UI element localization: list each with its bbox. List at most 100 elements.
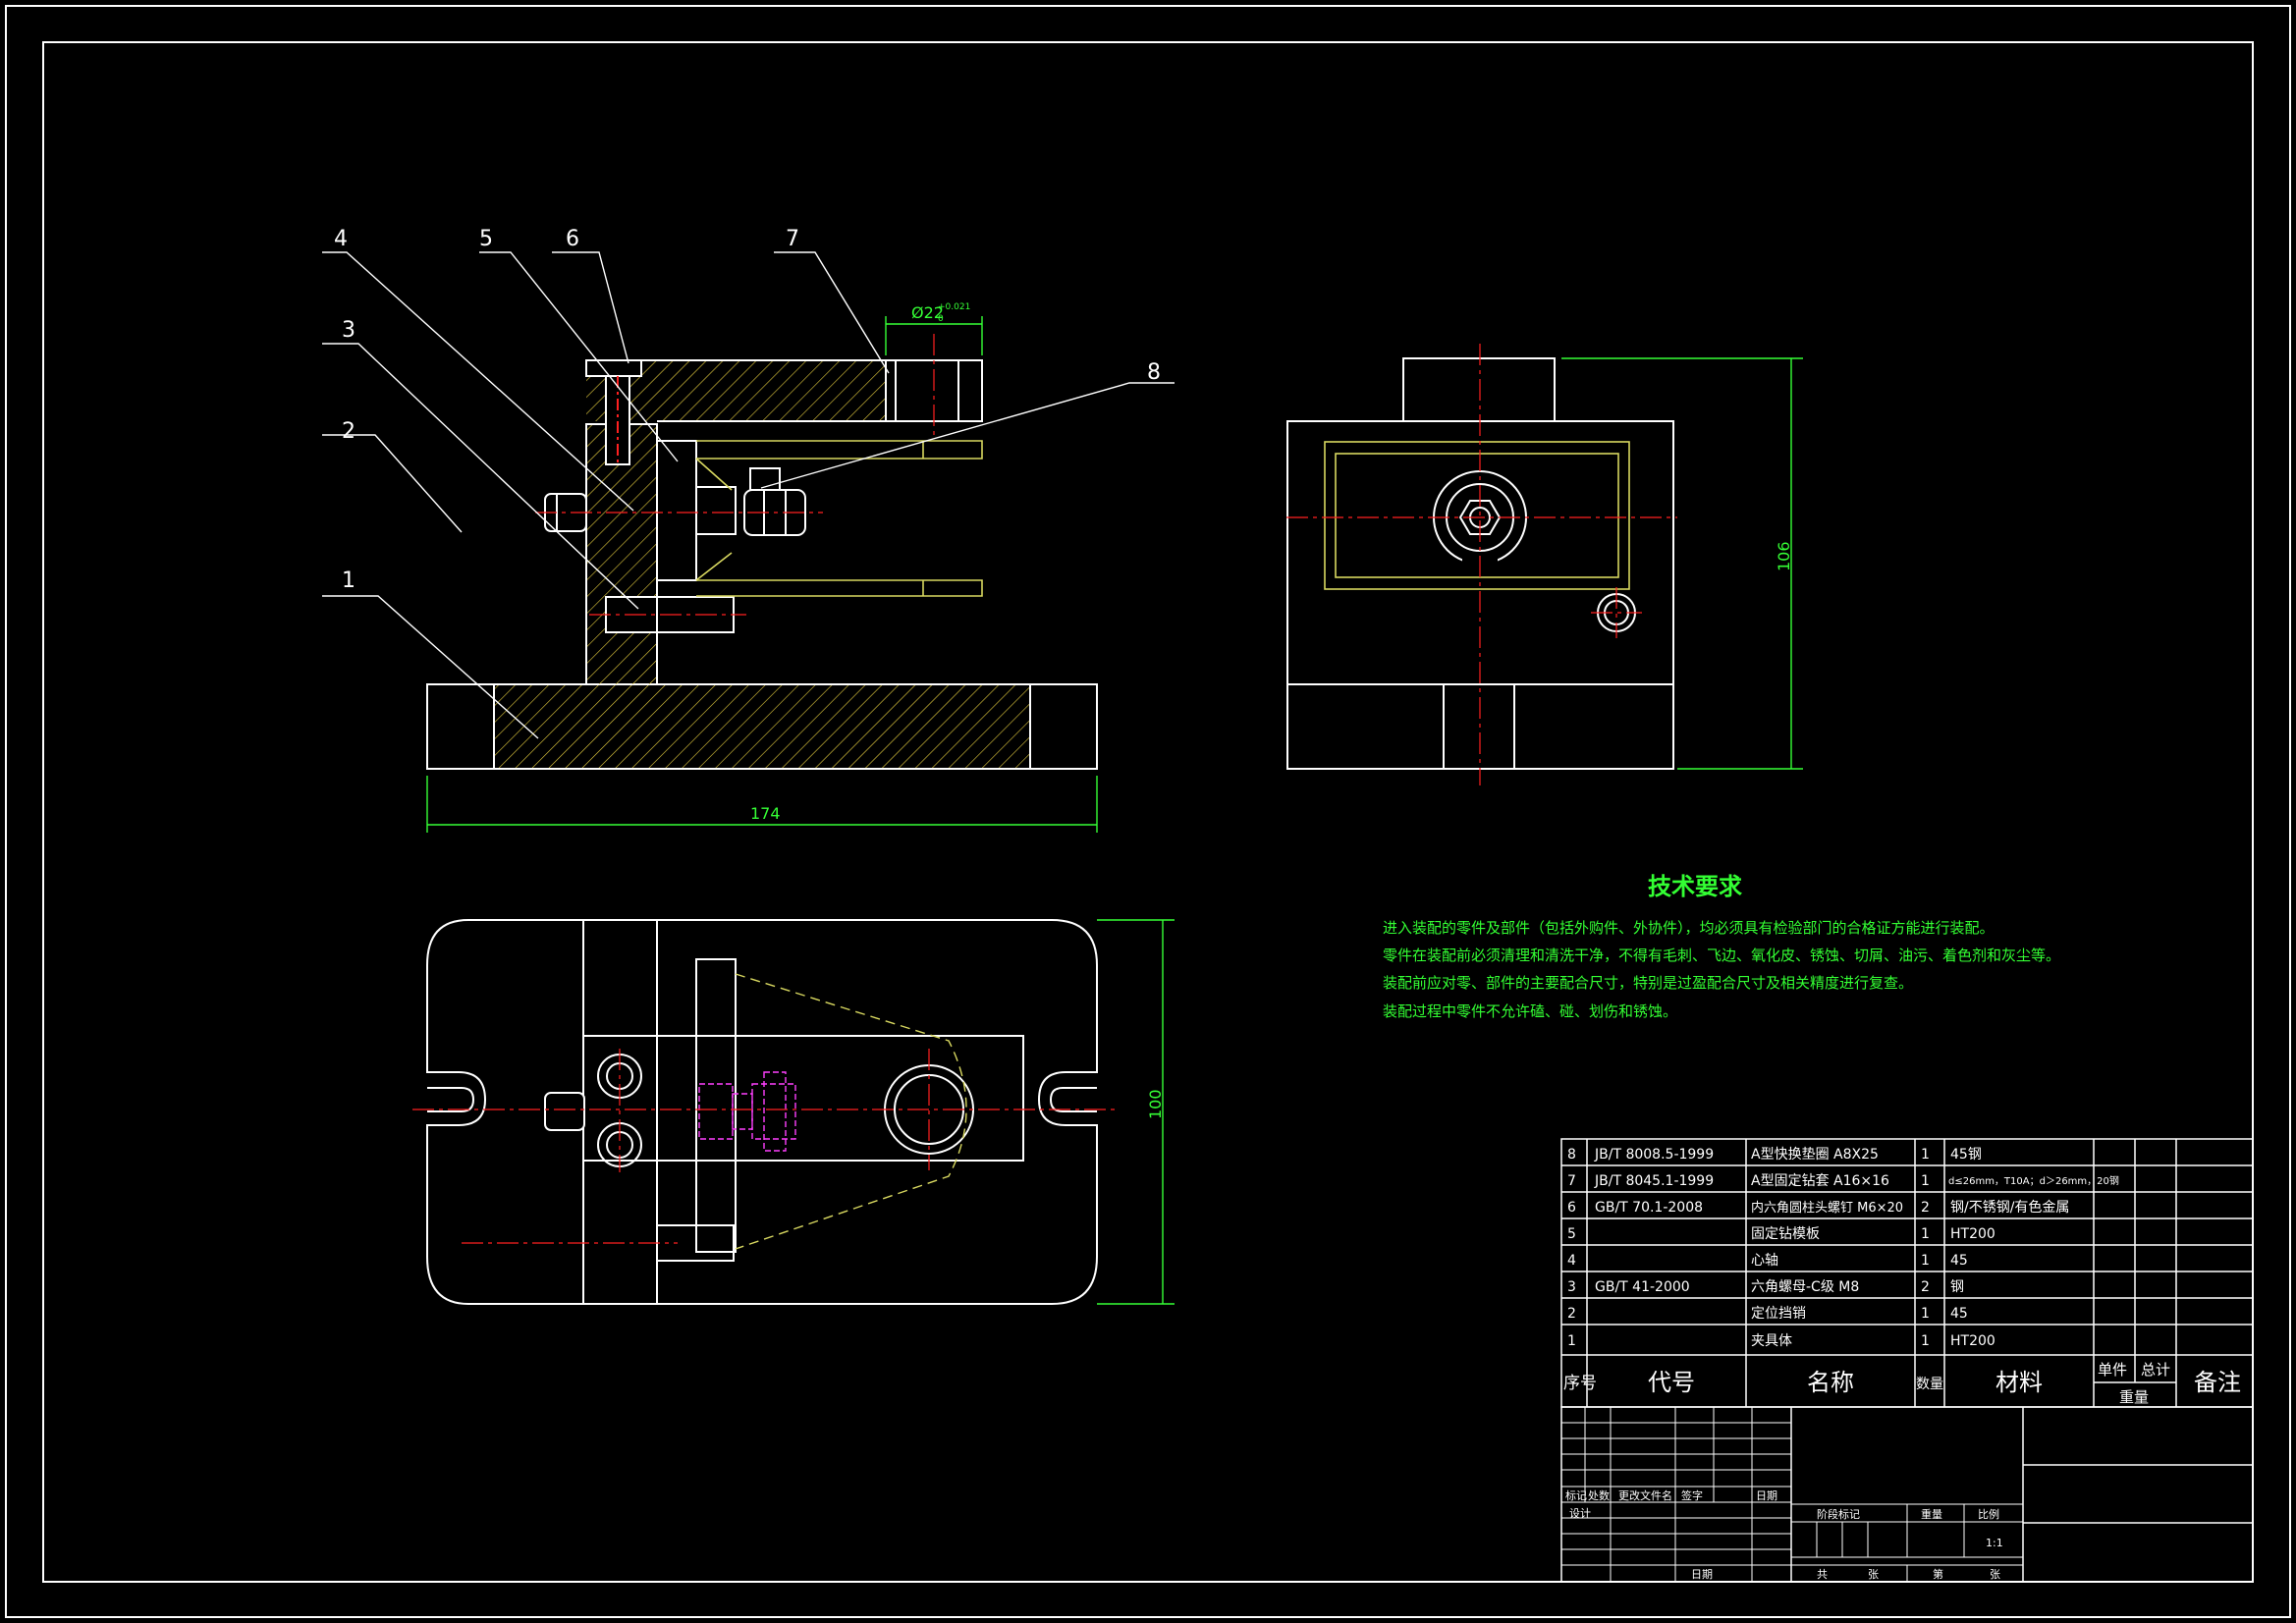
tb-scale-value: 1:1	[1986, 1537, 2003, 1549]
tb-rev-mark: 标记	[1565, 1488, 1587, 1502]
title-block	[1560, 1406, 2254, 1583]
bom-row-2-name: 定位挡销	[1751, 1306, 1806, 1322]
top-mandrel-hidden	[698, 1083, 734, 1140]
side-workpiece-outer	[1324, 441, 1630, 590]
tb-weight: 重量	[1921, 1507, 1942, 1521]
front-screw-head	[585, 359, 642, 377]
side-nut-hex	[1458, 500, 1502, 535]
bom-row-3-name: 六角螺母-C级 M8	[1751, 1279, 1859, 1295]
bom-row-2-no: 2	[1567, 1306, 1576, 1322]
bom-row-7-qty: 1	[1921, 1173, 1930, 1189]
top-upright-shadow	[695, 958, 737, 1253]
tb-sheet-no: 第	[1933, 1567, 1943, 1581]
front-workpiece-top	[696, 440, 983, 460]
tb-sheet-unit2: 张	[1990, 1568, 2000, 1581]
bom-row-3-no: 3	[1567, 1279, 1576, 1295]
tb-date: 日期	[1691, 1568, 1713, 1581]
balloon-1: 1	[342, 568, 355, 593]
bom-row-4-qty: 1	[1921, 1253, 1930, 1269]
tb-stage: 阶段标记	[1817, 1507, 1860, 1521]
bom-row-4-material: 45	[1950, 1253, 1968, 1269]
bom-row-5-no: 5	[1567, 1226, 1576, 1242]
tech-req-title: 技术要求	[1648, 873, 1742, 900]
tb-design: 设计	[1569, 1507, 1591, 1520]
tb-sheets-unit: 张	[1868, 1568, 1879, 1581]
bom-row-7-code: JB/T 8045.1-1999	[1594, 1173, 1714, 1189]
bom-row-7-material: d≤26mm，T10A；d＞26mm，20钢	[1948, 1174, 2119, 1187]
front-base-hatch	[494, 684, 1030, 769]
bom-row-1-name: 夹具体	[1751, 1333, 1792, 1349]
front-mandrel-flange	[656, 440, 697, 581]
bom-row-1-no: 1	[1567, 1333, 1576, 1349]
bom-row-5-name: 固定钻模板	[1751, 1226, 1820, 1242]
front-workpiece-bottom	[696, 579, 983, 597]
front-upright-hatch	[586, 424, 657, 684]
tb-scale: 比例	[1978, 1507, 1999, 1521]
bom-header-no: 序号	[1563, 1374, 1597, 1393]
tech-req-line-3: 装配前应对零、部件的主要配合尺寸，特别是过盈配合尺寸及相关精度进行复查。	[1383, 974, 1913, 992]
dim-106: 106	[1775, 541, 1793, 571]
top-workpiece-phantom	[735, 973, 967, 1250]
dim-bore-upper: +0.021	[938, 302, 970, 312]
tb-rev-date: 日期	[1756, 1489, 1777, 1502]
bom-header-material: 材料	[1995, 1369, 2043, 1396]
balloon-8: 8	[1147, 360, 1161, 385]
side-top-plate	[1402, 357, 1556, 422]
bom-row-5-material: HT200	[1950, 1226, 1995, 1242]
bom-header-weight: 重量	[2119, 1388, 2149, 1406]
bom-row-6-qty: 2	[1921, 1200, 1930, 1216]
top-view	[412, 919, 1175, 1305]
dim-bore-lower: 0	[938, 314, 944, 324]
tb-rev-sign: 签字	[1681, 1488, 1703, 1502]
side-slot	[1443, 683, 1515, 770]
bom-header-code: 代号	[1648, 1369, 1695, 1396]
balloon-5: 5	[479, 227, 493, 251]
balloon-4: 4	[334, 227, 348, 251]
bom-row-3-code: GB/T 41-2000	[1595, 1279, 1690, 1295]
bom-header-total: 总计	[2141, 1361, 2170, 1379]
bom-row-5-qty: 1	[1921, 1226, 1930, 1242]
bom-row-7-name: A型固定钻套 A16×16	[1751, 1173, 1889, 1189]
bom-row-8-name: A型快换垫圈 A8X25	[1751, 1146, 1879, 1163]
bom-header-remark: 备注	[2194, 1369, 2241, 1396]
front-mandrel-shaft	[695, 486, 737, 535]
bom-row-6-code: GB/T 70.1-2008	[1595, 1200, 1703, 1216]
bom-table	[1560, 1138, 2254, 1408]
top-outline	[426, 919, 1098, 1305]
bom-row-2-material: 45	[1950, 1306, 1968, 1322]
bom-row-4-name: 心轴	[1751, 1253, 1778, 1269]
tb-rev-count: 处数	[1588, 1489, 1610, 1502]
bom-header-name: 名称	[1807, 1369, 1854, 1396]
bom-row-8-material: 45钢	[1950, 1147, 1982, 1163]
top-nut	[544, 1092, 585, 1131]
bom-row-1-material: HT200	[1950, 1333, 1995, 1349]
tech-req-line-1: 进入装配的零件及部件（包括外购件、外协件），均必须具有检验部门的合格证方能进行装…	[1383, 919, 1995, 937]
dim-100: 100	[1146, 1089, 1165, 1119]
bom-header-qty: 数量	[1916, 1377, 1943, 1392]
bom-row-1-qty: 1	[1921, 1333, 1930, 1349]
bom-row-2-qty: 1	[1921, 1306, 1930, 1322]
bom-row-4-no: 4	[1567, 1253, 1576, 1269]
balloon-7: 7	[786, 227, 799, 251]
bom-row-3-qty: 2	[1921, 1279, 1930, 1295]
balloon-2: 2	[342, 419, 355, 444]
bom-row-8-code: JB/T 8008.5-1999	[1594, 1147, 1714, 1163]
bom-header-unit: 单件	[2098, 1361, 2127, 1379]
dim-bore: Ø22	[911, 303, 944, 322]
bom-row-6-material: 钢/不锈钢/有色金属	[1950, 1199, 2069, 1216]
tech-req-line-2: 零件在装配前必须清理和清洗干净，不得有毛刺、飞边、氧化皮、锈蚀、切屑、油污、着色…	[1383, 947, 2060, 964]
side-view	[1286, 344, 1803, 785]
bom-row-6-name: 内六角圆柱头螺钉 M6×20	[1751, 1200, 1903, 1216]
balloon-3: 3	[342, 318, 355, 343]
side-workpiece-inner	[1335, 453, 1619, 578]
inner-frame	[42, 41, 2254, 1583]
top-drill-plate	[582, 1035, 1024, 1162]
front-view	[322, 251, 1175, 833]
tb-total-sheets: 共	[1817, 1568, 1828, 1581]
side-base	[1286, 683, 1674, 770]
bom-row-8-qty: 1	[1921, 1147, 1930, 1163]
bom-row-8-no: 8	[1567, 1147, 1576, 1163]
tech-req-line-4: 装配过程中零件不允许磕、碰、划伤和锈蚀。	[1383, 1002, 1677, 1020]
bom-row-7-no: 7	[1567, 1173, 1576, 1189]
